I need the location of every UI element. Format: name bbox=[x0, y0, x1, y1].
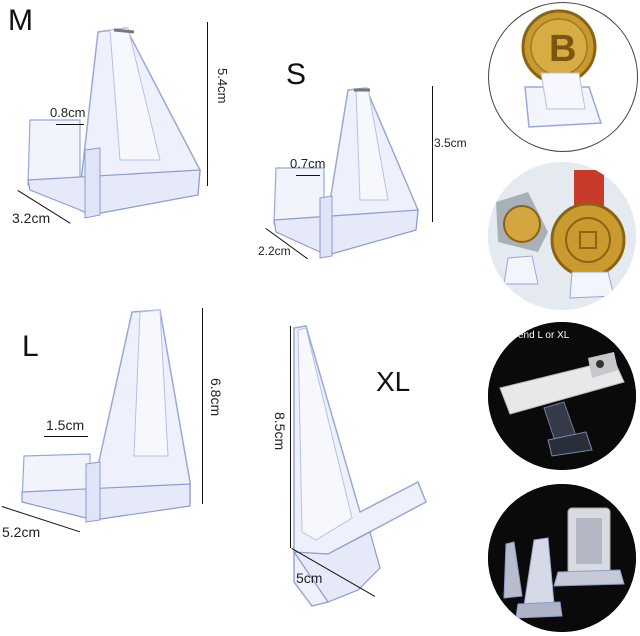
size-label-xl: XL bbox=[376, 366, 411, 397]
stand-xl-image bbox=[292, 325, 427, 607]
usage-photo-card bbox=[488, 484, 636, 632]
usage-photo-medals bbox=[488, 162, 636, 310]
l-height-line bbox=[202, 308, 203, 504]
m-height-line bbox=[207, 22, 208, 186]
m-height-dimension: 5.4cm bbox=[215, 68, 230, 104]
s-slot-dimension: 0.7cm bbox=[290, 156, 326, 171]
xl-depth-dimension: 5cm bbox=[296, 570, 323, 586]
size-label-l: L bbox=[22, 330, 39, 363]
size-label-s: S bbox=[286, 58, 307, 91]
l-slot-marker bbox=[44, 436, 88, 437]
phone-caption: end L or XL bbox=[518, 330, 570, 341]
s-depth-dimension: 2.2cm bbox=[258, 244, 291, 258]
xl-height-line bbox=[290, 326, 291, 548]
s-slot-marker bbox=[296, 175, 320, 176]
xl-height-dimension: 8.5cm bbox=[272, 412, 288, 451]
m-slot-marker bbox=[56, 124, 84, 125]
usage-photo-bitcoin: B bbox=[488, 2, 638, 152]
l-height-dimension: 6.8cm bbox=[208, 378, 224, 417]
m-slot-dimension: 0.8cm bbox=[50, 105, 86, 120]
stand-l-image bbox=[21, 309, 191, 523]
m-depth-dimension: 3.2cm bbox=[12, 210, 51, 226]
usage-photo-phone: end L or XL bbox=[488, 322, 636, 470]
s-height-line bbox=[432, 86, 433, 222]
svg-text:B: B bbox=[549, 28, 576, 70]
stand-m-image bbox=[27, 27, 201, 219]
s-height-dimension: 3.5cm bbox=[434, 136, 467, 150]
stand-s-image bbox=[273, 87, 419, 259]
l-slot-dimension: 1.5cm bbox=[46, 417, 85, 433]
size-label-m: M bbox=[8, 4, 33, 37]
l-depth-dimension: 5.2cm bbox=[2, 524, 41, 540]
